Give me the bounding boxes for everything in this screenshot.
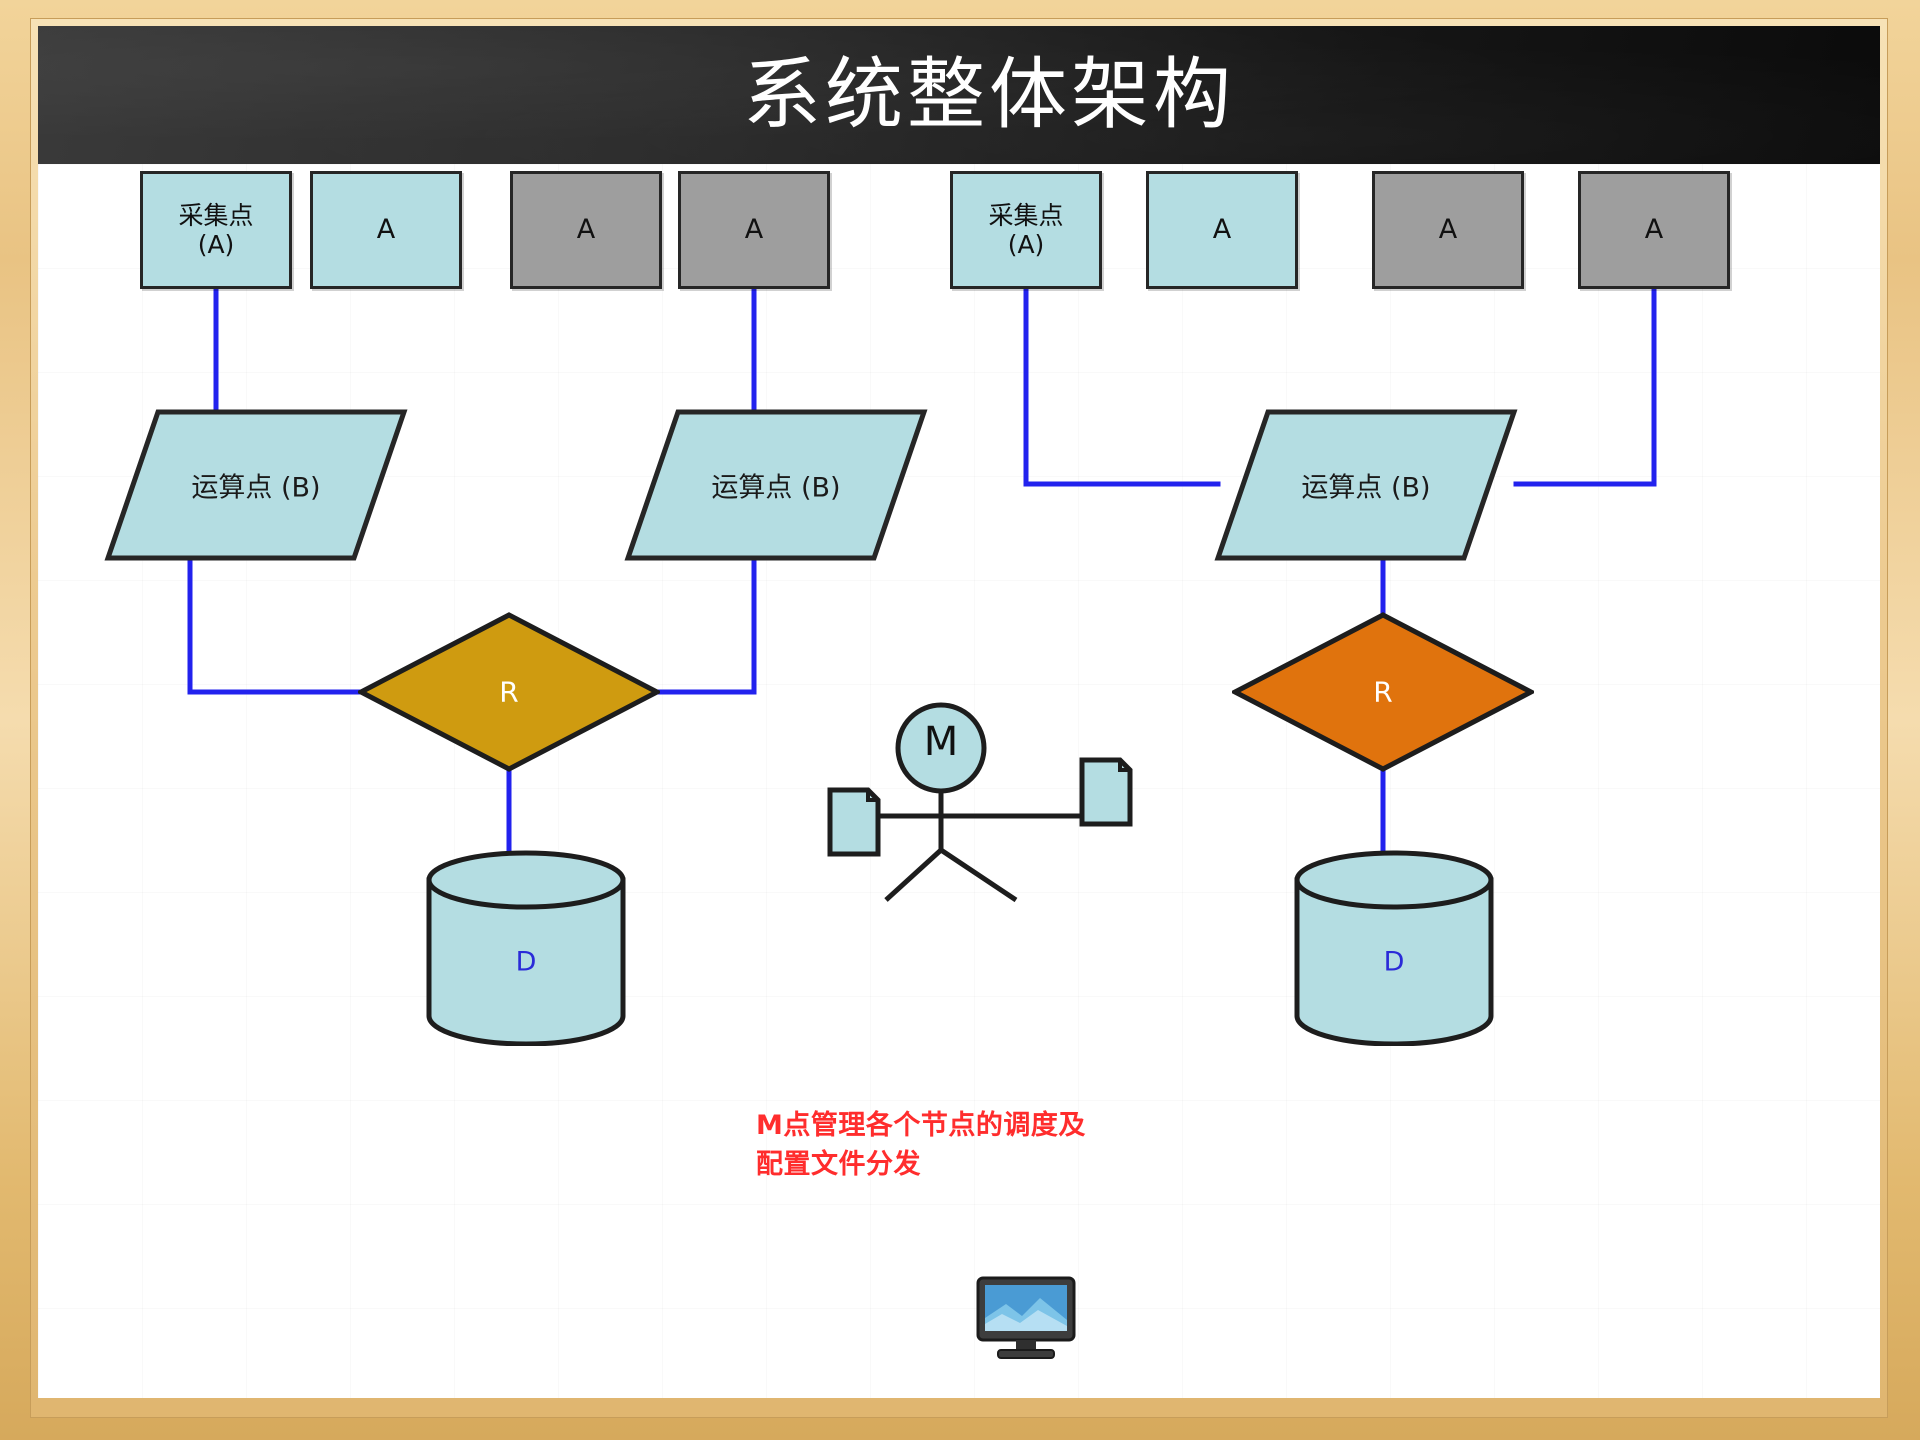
compute-node-3[interactable]: 运算点 (B) xyxy=(1214,409,1518,561)
agent-node-a4[interactable]: A xyxy=(1146,171,1298,289)
computer-monitor-glyph xyxy=(976,1276,1076,1359)
agent-node-label-a1: A xyxy=(376,214,396,246)
compute-node-label-3: 运算点 (B) xyxy=(1301,472,1431,504)
document-icon-left xyxy=(827,787,881,857)
wire-collect2-compute3 xyxy=(1023,286,1221,487)
storage-node-right[interactable]: D xyxy=(1294,850,1494,1046)
storage-node-left-label: D xyxy=(515,946,537,978)
management-node-label: M xyxy=(923,719,959,765)
relay-node-left[interactable]: R xyxy=(358,612,660,772)
compute-node-1[interactable]: 运算点 (B) xyxy=(104,409,408,561)
management-network-icon xyxy=(827,702,1133,903)
agent-node-label-a2: A xyxy=(576,214,596,246)
compute-node-label-2: 运算点 (B) xyxy=(711,472,841,504)
monitor-icon xyxy=(976,1276,1076,1362)
agent-node-label-a3: A xyxy=(744,214,764,246)
cylinder-shape-left xyxy=(426,850,626,1046)
agent-node-a3[interactable]: A xyxy=(678,171,830,289)
storage-node-right-label: D xyxy=(1383,946,1405,978)
agent-node-label-a5: A xyxy=(1438,214,1458,246)
parallelogram-shape-3 xyxy=(1214,409,1518,561)
agent-node-label-a6: A xyxy=(1644,214,1664,246)
collection-point-node-1[interactable]: 采集点 (A) xyxy=(140,171,292,289)
wire-a6-compute3 xyxy=(1513,286,1657,487)
parallelogram-shape-2 xyxy=(624,409,928,561)
relay-node-right[interactable]: R xyxy=(1232,612,1534,772)
title-board: 系统整体架构 xyxy=(38,26,1880,164)
storage-node-left[interactable]: D xyxy=(426,850,626,1046)
agent-node-a6[interactable]: A xyxy=(1578,171,1730,289)
management-circle xyxy=(895,702,987,794)
document-icon-right xyxy=(1079,757,1133,827)
diamond-shape-left xyxy=(358,612,660,772)
relay-node-left-label: R xyxy=(499,675,519,709)
connector-wires xyxy=(187,286,1657,859)
wire-compute2-relayleft xyxy=(655,557,757,695)
diagram-canvas: 采集点 (A) A A A 采集点 (A) A A A 运算点 (B) xyxy=(38,164,1880,1398)
collection-point-label-1: 采集点 (A) xyxy=(178,200,254,260)
wire-compute1-relayleft xyxy=(187,557,363,695)
annotation-text: M点管理各个节点的调度及 配置文件分发 xyxy=(756,1110,1086,1181)
agent-node-a1[interactable]: A xyxy=(310,171,462,289)
page-title: 系统整体架构 xyxy=(742,50,1235,140)
diamond-shape-right xyxy=(1232,612,1534,772)
parallelogram-shape-1 xyxy=(104,409,408,561)
compute-node-label-1: 运算点 (B) xyxy=(191,472,321,504)
agent-node-a5[interactable]: A xyxy=(1372,171,1524,289)
collection-point-label-2: 采集点 (A) xyxy=(988,200,1064,260)
management-cluster[interactable]: M xyxy=(820,702,1140,924)
collection-point-node-2[interactable]: 采集点 (A) xyxy=(950,171,1102,289)
cylinder-shape-right xyxy=(1294,850,1494,1046)
agent-node-label-a4: A xyxy=(1212,214,1232,246)
compute-node-2[interactable]: 运算点 (B) xyxy=(624,409,928,561)
agent-node-a2[interactable]: A xyxy=(510,171,662,289)
relay-node-right-label: R xyxy=(1373,675,1393,709)
